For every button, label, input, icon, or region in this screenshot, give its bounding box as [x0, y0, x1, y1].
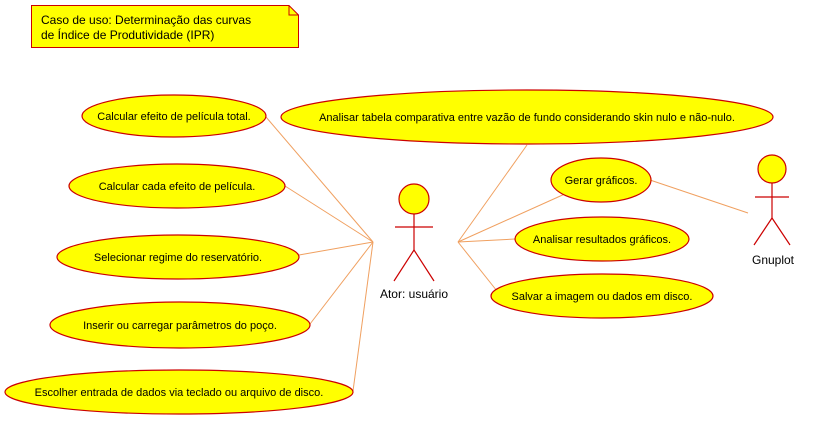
- actor-label: Gnuplot: [752, 253, 795, 267]
- use-case-uc5[interactable]: Escolher entrada de dados via teclado ou…: [4, 369, 354, 415]
- use-case-uc7[interactable]: Gerar gráficos.: [550, 157, 652, 203]
- assoc-uc8: [457, 238, 516, 243]
- use-case-label: Calcular efeito de película total.: [97, 111, 250, 123]
- use-case-uc6[interactable]: Analisar tabela comparativa entre vazão …: [280, 89, 774, 145]
- use-case-uc2[interactable]: Calcular cada efeito de película.: [68, 163, 286, 209]
- use-case-label: Analisar tabela comparativa entre vazão …: [319, 112, 735, 124]
- assoc-uc4: [309, 241, 374, 325]
- assoc-uc7: [457, 192, 568, 243]
- use-case-uc4[interactable]: Inserir ou carregar parâmetros do poço.: [49, 301, 311, 349]
- assoc-uc6: [457, 144, 528, 243]
- assoc-uc5: [352, 241, 374, 392]
- actor-user[interactable]: Ator: usuário: [380, 183, 448, 301]
- use-case-label: Salvar a imagem ou dados em disco.: [512, 291, 693, 303]
- association-lines: [265, 116, 749, 392]
- assoc-uc3: [298, 241, 374, 256]
- use-case-uc1[interactable]: Calcular efeito de película total.: [81, 94, 267, 138]
- use-case-uc9[interactable]: Salvar a imagem ou dados em disco.: [490, 273, 714, 319]
- note-text: Caso de uso: Determinação das curvas de …: [41, 13, 296, 43]
- actor-label: Ator: usuário: [380, 287, 448, 301]
- assoc-uc1: [265, 116, 374, 243]
- note-shape: [31, 5, 299, 48]
- note-line-2: de Índice de Produtividade (IPR): [41, 28, 215, 42]
- actor-gnuplot[interactable]: Gnuplot: [752, 154, 795, 267]
- stick-figure-icon: [753, 154, 791, 246]
- assoc-uc9: [457, 241, 498, 292]
- assoc-uc2: [284, 185, 374, 243]
- use-case-uc3[interactable]: Selecionar regime do reservatório.: [56, 234, 300, 280]
- use-case-label: Gerar gráficos.: [565, 175, 638, 187]
- use-case-label: Analisar resultados gráficos.: [533, 234, 671, 246]
- use-case-uc8[interactable]: Analisar resultados gráficos.: [514, 216, 690, 262]
- use-case-label: Calcular cada efeito de película.: [99, 181, 256, 193]
- use-case-label: Selecionar regime do reservatório.: [94, 252, 262, 264]
- note-line-1: Caso de uso: Determinação das curvas: [41, 13, 252, 27]
- use-case-label: Escolher entrada de dados via teclado ou…: [35, 387, 324, 399]
- stick-figure-icon: [393, 183, 435, 282]
- use-case-label: Inserir ou carregar parâmetros do poço.: [83, 320, 277, 332]
- assoc-gnuplot: [649, 179, 749, 214]
- title-note: Caso de uso: Determinação das curvas de …: [31, 5, 299, 48]
